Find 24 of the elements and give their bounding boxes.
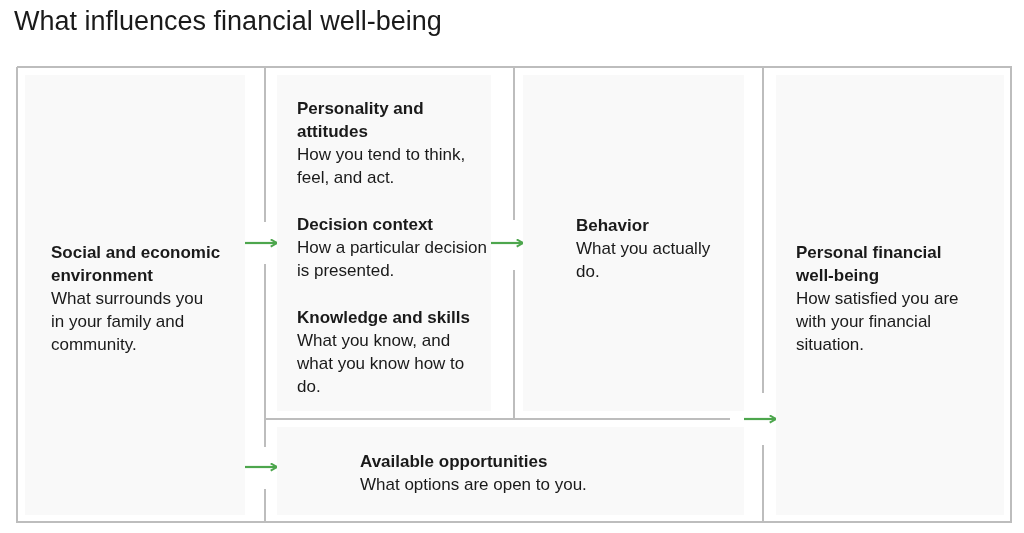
arrow [245, 238, 278, 248]
arrow [245, 462, 278, 472]
heading: Decision context [297, 214, 435, 236]
heading: Knowledge and skills [297, 307, 471, 329]
region-panel [523, 75, 744, 411]
region-panel [25, 75, 245, 515]
description: What you know, and what you know how to do. [297, 330, 466, 398]
heading: Available opportunities [360, 451, 549, 473]
region-panel [776, 75, 1004, 515]
description: How satisfied you are with your financial situation. [796, 288, 960, 356]
heading: Behavior [576, 215, 650, 237]
arrow [491, 238, 524, 248]
title: What influences financial well-being [14, 6, 442, 37]
arrow [744, 414, 777, 424]
heading: Social and economic environment [51, 242, 221, 287]
heading: Personal financial well-being [796, 242, 943, 287]
region-panel [277, 75, 491, 411]
description: What you actually do. [576, 238, 712, 283]
description: What options are open to you. [360, 474, 588, 496]
description: How a particular decision is presented. [297, 237, 488, 282]
heading: Personality and attitudes [297, 98, 425, 143]
region-panel [277, 427, 744, 515]
description: What surrounds you in your family and community. [51, 288, 205, 356]
description: How you tend to think, feel, and act. [297, 144, 467, 189]
